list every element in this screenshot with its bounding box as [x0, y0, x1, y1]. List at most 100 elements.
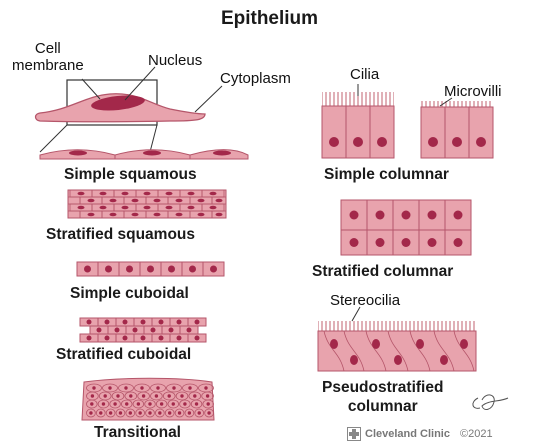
- label-microvilli: Microvilli: [444, 83, 502, 100]
- nucleus: [210, 192, 217, 196]
- nucleus: [452, 137, 462, 147]
- stratified-squamous-figure: [68, 190, 226, 218]
- nucleus: [151, 328, 156, 333]
- nucleus: [188, 411, 191, 414]
- simple-columnar-figure: [322, 92, 493, 158]
- stereocilia: [318, 321, 476, 331]
- nucleus: [440, 355, 448, 365]
- nucleus: [84, 266, 91, 273]
- label-transitional: Transitional: [94, 424, 181, 442]
- artist-signature: [473, 395, 508, 410]
- nucleus: [159, 320, 164, 325]
- label-cytoplasm: Cytoplasm: [220, 70, 291, 87]
- nucleus: [188, 206, 195, 210]
- nucleus: [88, 199, 95, 203]
- nucleus: [115, 328, 120, 333]
- nucleus: [119, 411, 122, 414]
- nucleus: [105, 266, 112, 273]
- nucleus: [372, 339, 380, 349]
- nucleus: [350, 211, 359, 220]
- nucleus: [172, 386, 175, 389]
- label-simple-cuboidal: Simple cuboidal: [70, 285, 189, 303]
- label-cilia: Cilia: [350, 66, 379, 83]
- nucleus: [353, 137, 363, 147]
- nucleus: [428, 211, 437, 220]
- nucleus: [100, 206, 107, 210]
- columnar-cell: [421, 107, 445, 158]
- columnar-cell: [445, 107, 469, 158]
- nucleus: [176, 199, 183, 203]
- nucleus: [90, 402, 93, 405]
- nucleus: [159, 336, 164, 341]
- pseudostratified-columnar-figure: [318, 321, 476, 371]
- cleveland-clinic-logo-icon: [347, 427, 361, 441]
- nucleus: [110, 199, 117, 203]
- nucleus: [198, 213, 205, 217]
- nucleus: [88, 213, 95, 217]
- nucleus: [154, 213, 161, 217]
- nucleus: [144, 206, 151, 210]
- nucleus: [188, 386, 191, 389]
- stratified-columnar-figure: [341, 200, 471, 255]
- nucleus: [132, 213, 139, 217]
- nucleus: [129, 394, 132, 397]
- label-stratified-columnar: Stratified columnar: [312, 263, 453, 281]
- nucleus: [87, 320, 92, 325]
- nucleus: [428, 238, 437, 247]
- nucleus: [206, 394, 209, 397]
- nucleus: [198, 199, 205, 203]
- nucleus: [155, 394, 158, 397]
- nucleus: [394, 355, 402, 365]
- nucleus: [204, 386, 207, 389]
- credit-source: Cleveland Clinic: [365, 428, 450, 440]
- nucleus: [129, 411, 132, 414]
- nucleus: [169, 328, 174, 333]
- nucleus: [176, 213, 183, 217]
- nucleus: [116, 394, 119, 397]
- nucleus: [460, 339, 468, 349]
- nucleus: [187, 328, 192, 333]
- nucleus: [144, 192, 151, 196]
- nucleus: [350, 355, 358, 365]
- nucleus: [216, 213, 223, 217]
- label-stratified-squamous: Stratified squamous: [46, 226, 195, 244]
- simple-cuboidal-figure: [77, 262, 224, 276]
- nucleus: [183, 402, 186, 405]
- nucleus: [428, 137, 438, 147]
- nucleus: [89, 411, 92, 414]
- nucleus: [476, 137, 486, 147]
- nucleus: [168, 394, 171, 397]
- nucleus: [99, 411, 102, 414]
- nucleus: [402, 238, 411, 247]
- nucleus: [87, 336, 92, 341]
- nucleus: [168, 411, 171, 414]
- nucleus: [178, 411, 181, 414]
- nucleus: [168, 266, 175, 273]
- nucleus: [125, 402, 128, 405]
- nucleus: [140, 386, 143, 389]
- nucleus: [156, 386, 159, 389]
- nucleus: [100, 192, 107, 196]
- nucleus: [141, 336, 146, 341]
- nucleus: [166, 206, 173, 210]
- nucleus: [207, 411, 210, 414]
- nucleus: [122, 192, 129, 196]
- nucleus: [132, 199, 139, 203]
- label-stratified-cuboidal: Stratified cuboidal: [56, 346, 191, 364]
- nucleus: [137, 402, 140, 405]
- nucleus: [138, 411, 141, 414]
- nucleus: [216, 199, 223, 203]
- nucleus: [160, 402, 163, 405]
- credit: Cleveland Clinic ©2021: [347, 427, 493, 441]
- nucleus: [195, 320, 200, 325]
- nucleus: [102, 402, 105, 405]
- nucleus: [158, 411, 161, 414]
- label-simple-columnar: Simple columnar: [324, 166, 449, 184]
- label-nucleus: Nucleus: [148, 52, 202, 69]
- nucleus: [166, 192, 173, 196]
- nucleus: [148, 411, 151, 414]
- nucleus: [122, 206, 129, 210]
- nucleus: [123, 336, 128, 341]
- nucleus: [124, 386, 127, 389]
- nucleus: [78, 192, 85, 196]
